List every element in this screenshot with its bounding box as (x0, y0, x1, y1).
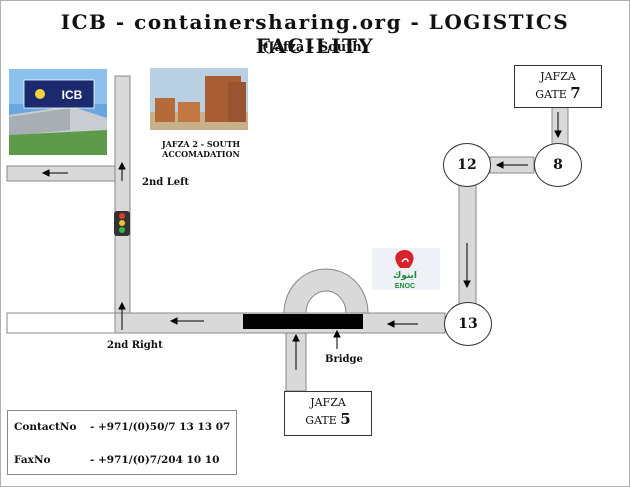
icb-logo-text: ICB (62, 88, 83, 102)
arrow-left-vertical (118, 301, 126, 330)
fax-row: FaxNo - +971/(0)7/204 10 10 (14, 454, 219, 466)
page-subtitle: (Jafza - South) (262, 40, 368, 55)
arrow-8-12 (495, 161, 528, 169)
arrow-main-left (169, 317, 204, 325)
gate7-number: 7 (570, 84, 581, 102)
junction-13: 13 (444, 302, 492, 346)
contact-label: ContactNo (14, 421, 77, 433)
gate5-number: 5 (340, 410, 351, 428)
second-left-label: 2nd Left (142, 177, 190, 188)
gate7-name: JAFZA (540, 70, 576, 83)
gate7-box: JAFZA GATE 7 (514, 65, 602, 108)
contact-value: - +971/(0)50/7 13 13 07 (90, 421, 231, 433)
arrow-right-down (463, 243, 471, 289)
accommodation-label-line2: ACCOMADATION (162, 149, 240, 159)
bridge-label: Bridge (325, 354, 363, 365)
accommodation-photo (150, 68, 248, 130)
bridge (243, 314, 363, 329)
arrow-main-right (386, 320, 418, 328)
enoc-logo (372, 248, 440, 290)
arrow-top-vertical (118, 161, 126, 181)
fax-label: FaxNo (14, 454, 51, 466)
road-left-white (6, 312, 116, 334)
enoc-arabic-text: اينوك (393, 271, 417, 281)
enoc-text: ENOC (395, 283, 415, 290)
arrow-top-left (41, 169, 68, 177)
arrow-gate7-down (554, 112, 562, 139)
gate5-name: JAFZA (310, 396, 346, 409)
page-title: ICB - containersharing.org - LOGISTICS F… (60, 10, 570, 58)
arrow-gate5-up (292, 333, 300, 370)
junction-8: 8 (534, 143, 582, 187)
traffic-light-icon (114, 211, 130, 236)
road-vertical-left (114, 75, 131, 314)
contact-box: ContactNo - +971/(0)50/7 13 13 07 FaxNo … (7, 410, 237, 475)
road-gate7 (551, 104, 569, 146)
junction-12: 12 (443, 143, 491, 187)
gate5-box: JAFZA GATE 5 (284, 391, 372, 436)
fax-value: - +971/(0)7/204 10 10 (90, 454, 220, 466)
accommodation-label: JAFZA 2 - SOUTH ACCOMADATION (160, 139, 242, 159)
gate7-label: GATE (535, 88, 567, 101)
arrow-bridge-up (333, 329, 341, 349)
second-right-label: 2nd Right (107, 340, 163, 351)
accommodation-label-line1: JAFZA 2 - SOUTH (161, 139, 241, 149)
gate5-label: GATE (305, 414, 337, 427)
bridge-loop (283, 268, 369, 314)
contact-row: ContactNo - +971/(0)50/7 13 13 07 (14, 421, 230, 433)
icb-facility-photo (9, 69, 107, 155)
